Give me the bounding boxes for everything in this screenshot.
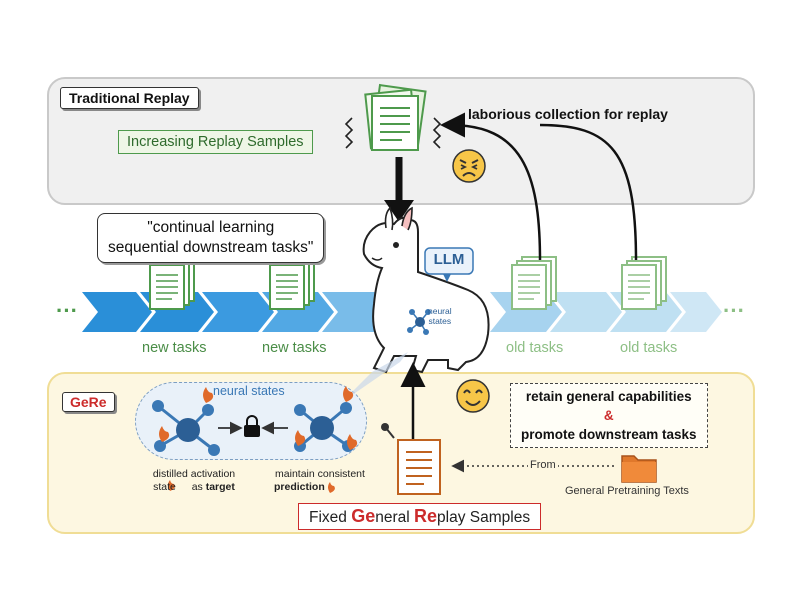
- vibration-mark-left: [344, 117, 354, 149]
- maintain-line-2: prediction: [272, 481, 368, 494]
- from-label: From: [528, 459, 558, 471]
- quote-line-1: "continual learning: [147, 219, 275, 236]
- fixed-replay-doc-icon: [397, 439, 441, 495]
- amp-line: &: [603, 408, 614, 423]
- lock-icon: [244, 415, 260, 437]
- llama-neural-graph: [407, 309, 431, 335]
- neural-graph-left: [152, 400, 220, 456]
- vibration-mark-right: [432, 117, 442, 149]
- new-tasks-label-1: new tasks: [142, 340, 207, 356]
- distilled-word-state: state: [153, 481, 176, 493]
- flame-icon: [159, 386, 358, 450]
- fixed-general-replay-label: Fixed General Replay Samples: [298, 503, 542, 530]
- right-ellipsis: ···: [723, 298, 745, 323]
- fixed-re: Re: [414, 506, 438, 526]
- new-tasks-label-2: new tasks: [262, 340, 327, 356]
- inline-flame-icon: [168, 480, 175, 491]
- benefits-box: retain general capabilities & promote do…: [510, 383, 708, 448]
- neural-graph-right: [294, 402, 354, 452]
- llama-icon: [362, 206, 490, 374]
- new-task-docs-2: [269, 256, 315, 310]
- maintain-line-1: maintain consistent: [275, 468, 365, 480]
- distilled-word-target: target: [205, 481, 235, 493]
- llm-badge: [424, 247, 474, 282]
- quote-bubble: "continual learning sequential downstrea…: [97, 213, 325, 263]
- new-task-docs-1: [149, 256, 195, 310]
- llama-neural-line-1: neural: [428, 306, 452, 316]
- llama-neural-line-2: states: [428, 316, 452, 326]
- gere-tag: GeRe: [62, 392, 115, 412]
- task-sequence-band: [82, 292, 722, 332]
- replay-samples-icon: [364, 83, 427, 151]
- old-tasks-label-1: old tasks: [506, 340, 564, 356]
- folder-icon: [621, 455, 657, 483]
- old-task-docs-1: [511, 256, 557, 310]
- traditional-replay-tag: Traditional Replay: [60, 87, 199, 109]
- maintain-label: maintain consistent prediction: [272, 468, 368, 494]
- distilled-word-as: as: [191, 481, 203, 493]
- happy-face-icon: [456, 379, 490, 413]
- fixed-prefix: Fixed: [309, 509, 352, 526]
- collection-arrow-2: [539, 123, 638, 261]
- pretraining-texts-label: General Pretraining Texts: [565, 485, 689, 497]
- pin-icon: [381, 423, 395, 439]
- fixed-ge: Ge: [351, 506, 376, 526]
- distilled-line-1: distilled activation: [152, 468, 236, 480]
- old-tasks-label-2: old tasks: [620, 340, 678, 356]
- distilled-label: distilled activation state as target: [140, 468, 248, 494]
- promote-line: promote downstream tasks: [521, 427, 697, 442]
- quote-line-2: sequential downstream tasks": [108, 239, 314, 256]
- distilled-line-2: state as target: [140, 481, 248, 494]
- spotlight-cone: [342, 352, 408, 402]
- retain-line: retain general capabilities: [525, 389, 692, 404]
- increasing-replay-label: Increasing Replay Samples: [118, 130, 313, 154]
- left-ellipsis: ···: [56, 298, 78, 323]
- fixed-suffix: play Samples: [437, 509, 531, 526]
- inline-flame-icon-2: [328, 482, 335, 493]
- maintain-word-prediction: prediction: [274, 481, 325, 493]
- llama-neural-label: neural states: [428, 306, 452, 326]
- llm-label: LLM: [433, 251, 465, 268]
- fixed-mid: neral: [375, 509, 415, 526]
- old-task-docs-2: [621, 256, 667, 310]
- neural-states-title: neural states: [213, 384, 285, 398]
- laborious-collection-label: laborious collection for replay: [468, 106, 668, 122]
- angry-face-icon: [452, 149, 486, 183]
- collection-arrow-1: [440, 112, 542, 261]
